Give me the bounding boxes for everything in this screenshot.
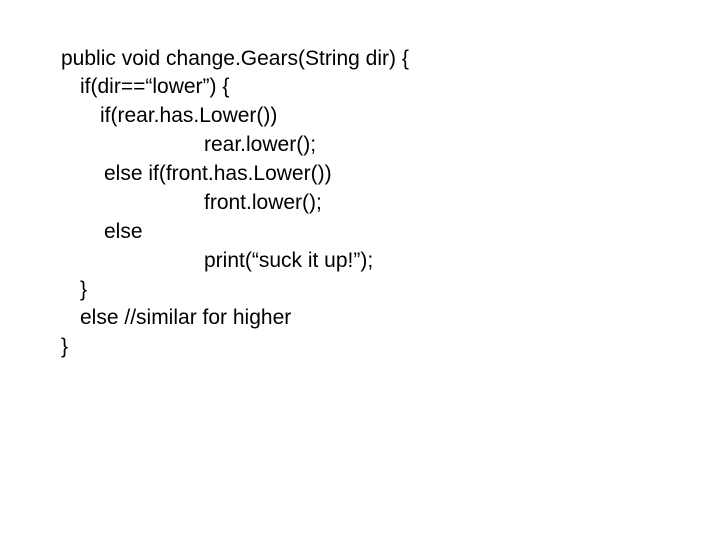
code-line-print: print(“suck it up!”); xyxy=(204,249,374,272)
code-line-if-lower: if(dir==“lower”) { xyxy=(80,75,230,98)
code-line-method-signature: public void change.Gears(String dir) { xyxy=(61,47,409,70)
code-line-close-method: } xyxy=(61,335,69,358)
code-line-else-higher: else //similar for higher xyxy=(80,306,292,329)
code-line-front-lower: front.lower(); xyxy=(204,191,322,214)
code-line-rear-lower: rear.lower(); xyxy=(204,133,317,156)
code-line-else: else xyxy=(104,220,143,243)
code-line-close-if: } xyxy=(80,278,88,301)
code-line-else-if-front: else if(front.has.Lower()) xyxy=(104,162,332,185)
code-line-if-rear: if(rear.has.Lower()) xyxy=(100,104,278,127)
